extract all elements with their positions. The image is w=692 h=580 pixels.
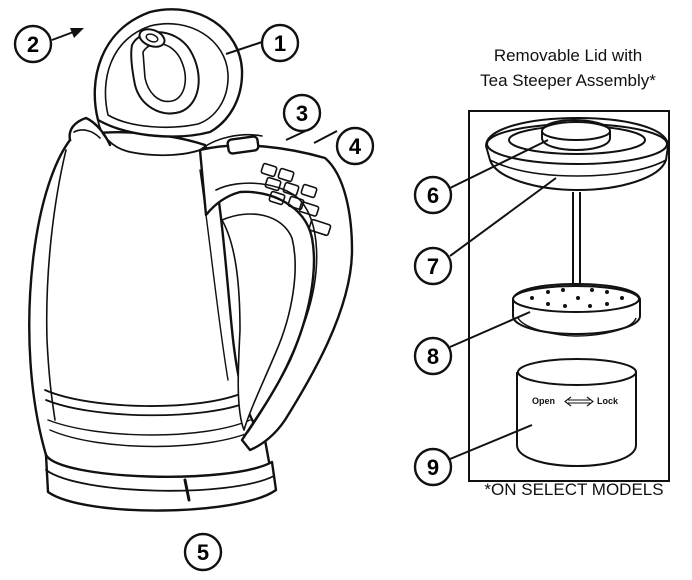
steeper-lock-label: Lock <box>597 396 619 406</box>
tea-steeper-illustration <box>485 117 669 337</box>
svg-text:4: 4 <box>349 134 362 159</box>
callout-3: 3 <box>282 93 322 133</box>
lid-box-caption-line1: Removable Lid with <box>494 46 642 65</box>
svg-text:1: 1 <box>274 31 286 56</box>
callout-9: 9 <box>413 447 453 487</box>
arrow-head-icon <box>70 28 84 38</box>
lid-assembly-box <box>468 110 670 482</box>
callout-4: 4 <box>335 126 375 166</box>
lid-release-button <box>226 135 260 155</box>
lid-leaders <box>449 139 557 460</box>
footnote: *ON SELECT MODELS <box>484 480 663 499</box>
svg-text:9: 9 <box>427 455 439 480</box>
svg-text:7: 7 <box>427 254 439 279</box>
kettle-lid <box>93 8 244 138</box>
callout-6: 6 <box>413 175 453 215</box>
steeper-open-label: Open <box>532 396 555 406</box>
double-arrow-icon <box>564 396 594 407</box>
filter-holes <box>530 288 624 308</box>
svg-text:6: 6 <box>427 183 439 208</box>
lid-box-caption-line2: Tea Steeper Assembly* <box>480 71 656 90</box>
control-panel <box>260 162 332 237</box>
callout-1: 1 <box>260 23 300 63</box>
kettle-illustration <box>28 8 354 512</box>
steeper-cup <box>516 358 637 468</box>
callout-8: 8 <box>413 336 453 376</box>
svg-text:5: 5 <box>197 540 209 565</box>
callout-2: 2 <box>13 24 53 64</box>
svg-text:8: 8 <box>427 344 439 369</box>
svg-text:2: 2 <box>27 32 39 57</box>
callout-7: 7 <box>413 246 453 286</box>
svg-text:3: 3 <box>296 101 308 126</box>
kettle-base <box>44 453 278 512</box>
callout-5: 5 <box>183 532 223 572</box>
